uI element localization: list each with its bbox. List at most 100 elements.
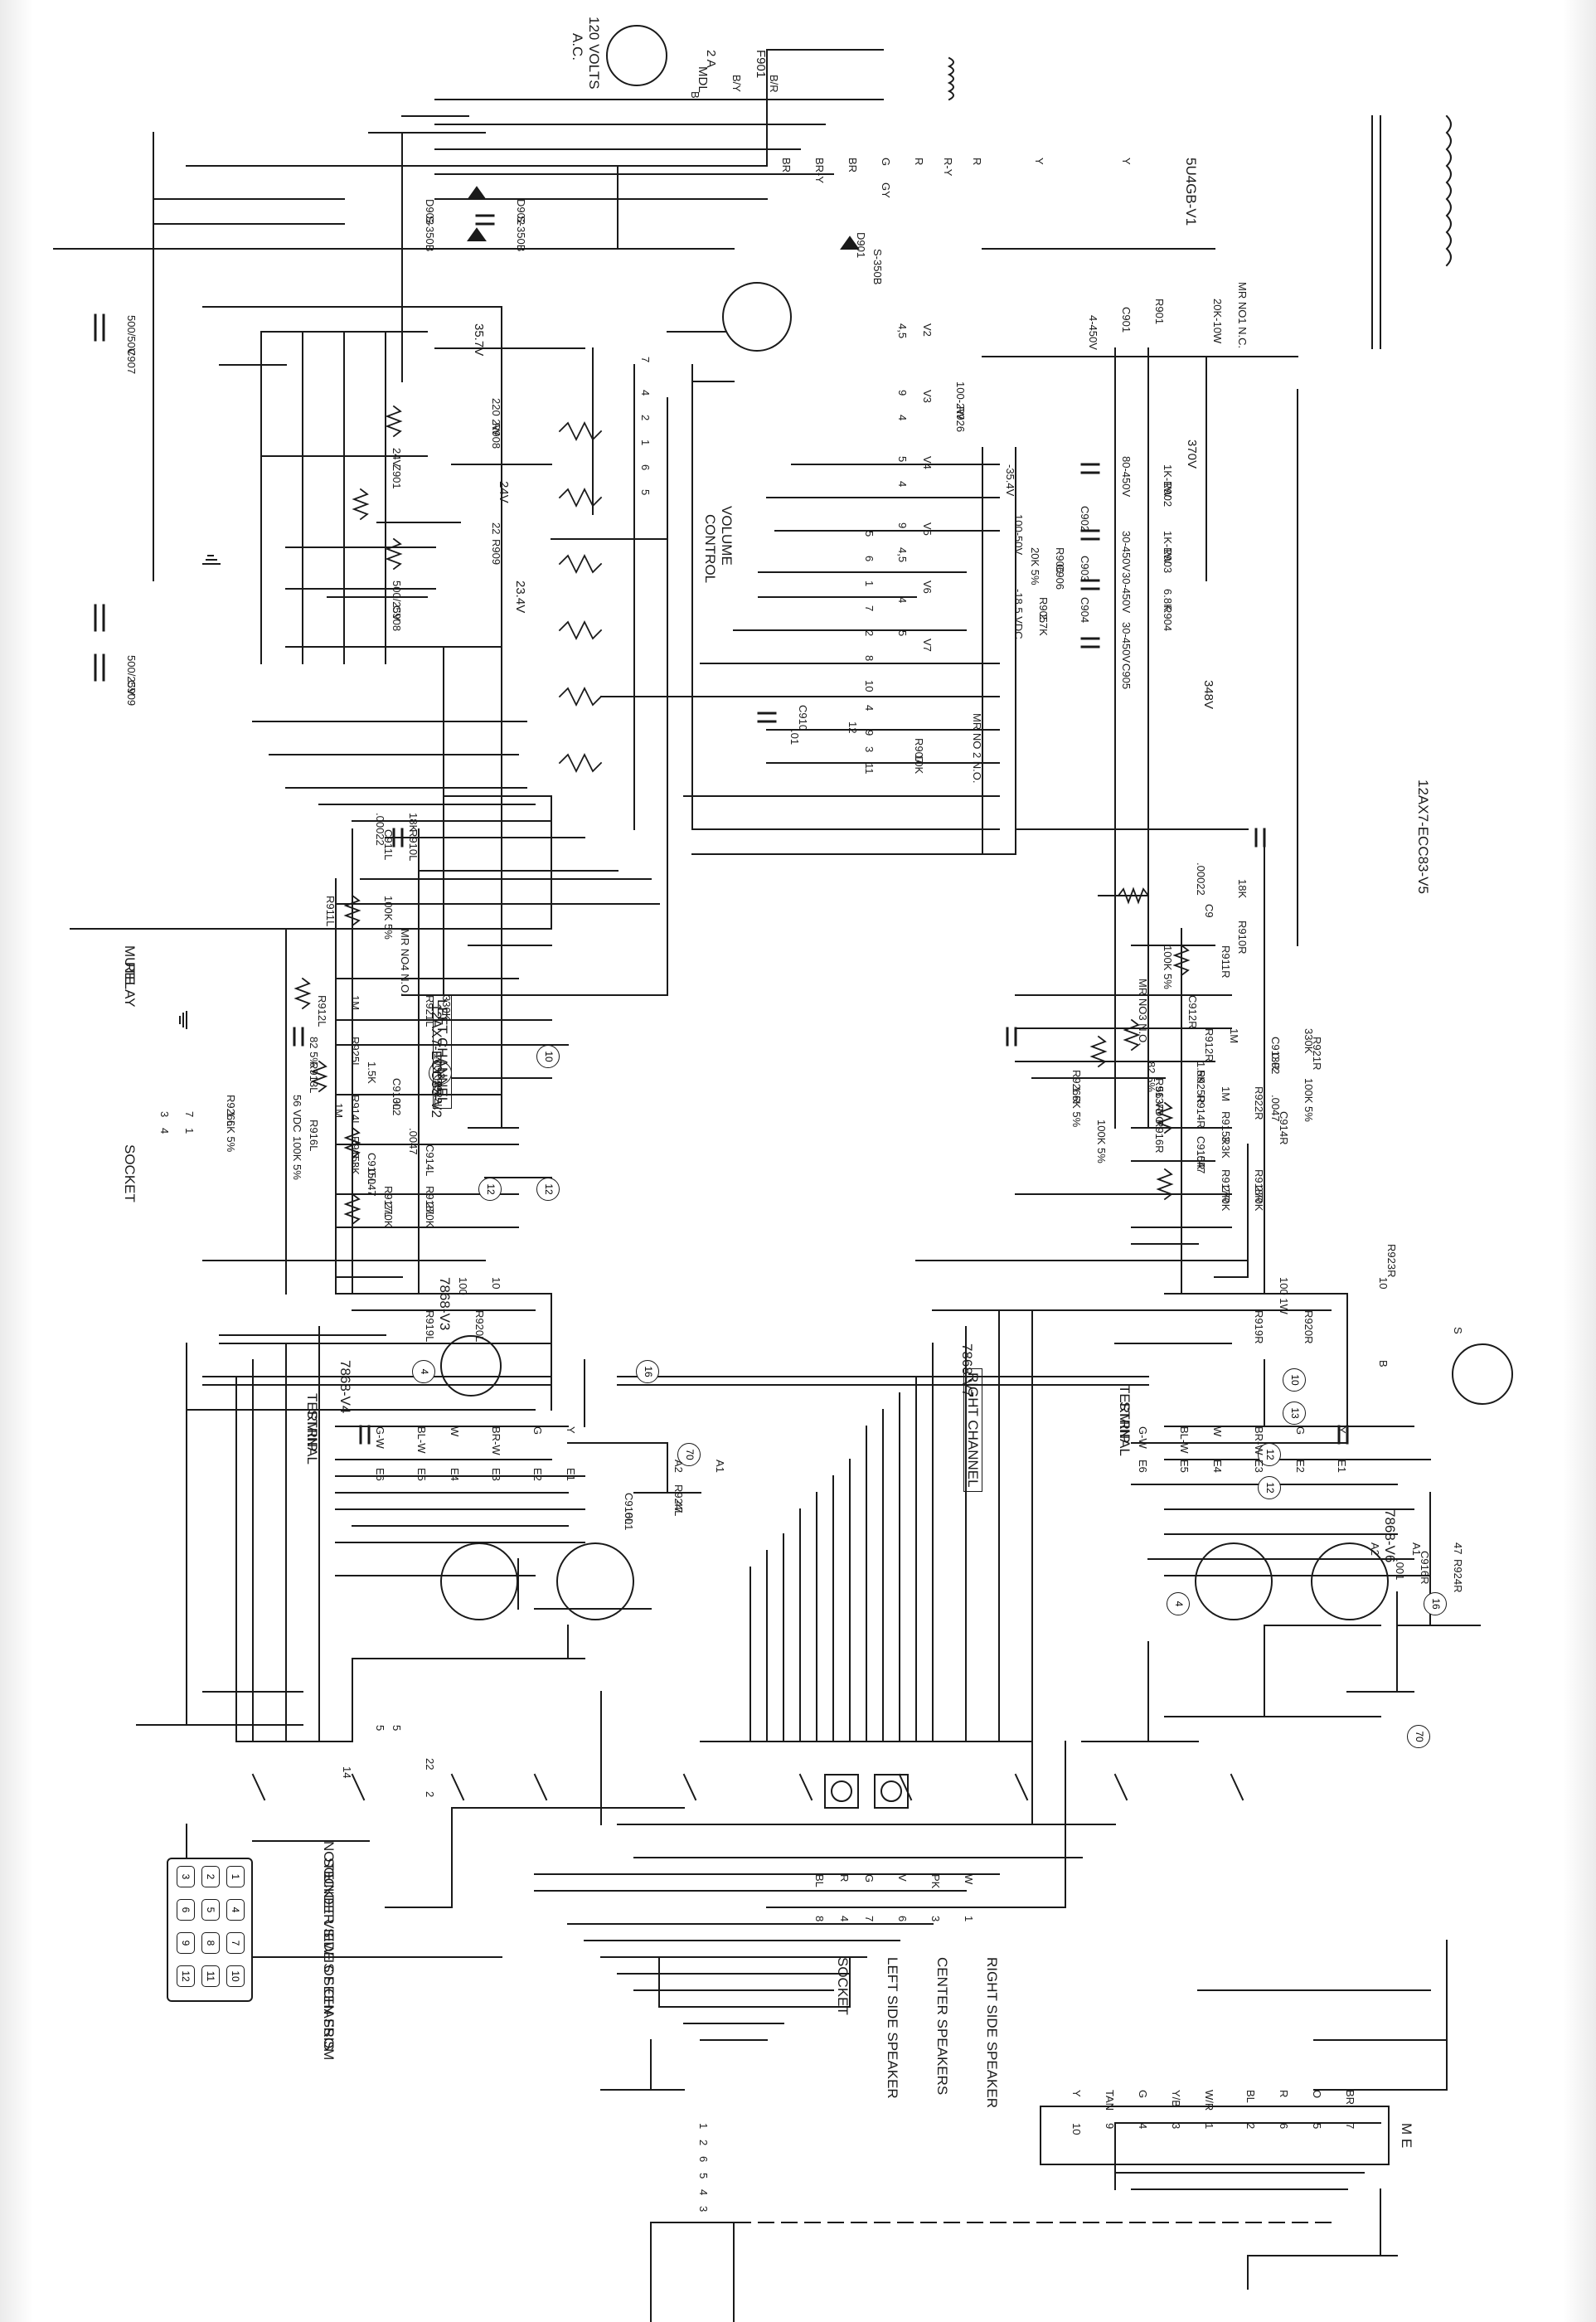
volume-control-title: VOLUME (719, 506, 735, 566)
pin-circle-r13: 13 (1283, 1401, 1306, 1425)
c901-val: 4-450V (1087, 315, 1099, 350)
pt-wire-3: G (880, 158, 892, 167)
key-8: 8 (201, 1932, 220, 1954)
r919l-label: R919L (424, 1310, 436, 1343)
plug-color-1: TAN (1104, 2090, 1116, 2111)
pt-wire-2: BR (847, 158, 859, 173)
r901-label: R901 (1153, 299, 1166, 325)
r923l-val: 10 (490, 1277, 502, 1290)
pt-wire-4: GY (880, 182, 892, 198)
plug-pin-1: 9 (1104, 2123, 1116, 2130)
pt-wire-0: BR (780, 158, 793, 173)
r914l-val: 1M (332, 1103, 345, 1119)
r903-val: 1K-1W (1162, 531, 1174, 564)
key-7: 7 (226, 1932, 245, 1954)
diode-d901-type: S-350B (871, 249, 884, 285)
plug-color-8: BR (1344, 2090, 1356, 2106)
heater-zigzag (558, 420, 603, 774)
r926-label: R926 (954, 406, 967, 433)
r913l-val: 1.5K (366, 1061, 378, 1084)
left-strip-wire-3: BR-W (490, 1426, 502, 1455)
right-strip-wire-3: BR-W (1253, 1426, 1265, 1455)
r912l-label: R912L (316, 995, 328, 1027)
output-socket-pin-3: 7 (863, 1916, 876, 1922)
pt-wire-9: Y (1120, 158, 1133, 165)
tube-v5-section-a (1452, 1343, 1513, 1405)
r904-val: 6.8K (1162, 589, 1174, 611)
mr-no4-label: MR NO4 N.O. (399, 929, 411, 996)
heater-pin-8: 5 (896, 630, 909, 637)
plug-color-4: W/R (1203, 2090, 1215, 2111)
c902-label: C902 (1079, 506, 1091, 532)
left-socket-label: SOCKET (122, 1144, 138, 1202)
c916l-val: .001 (623, 1509, 635, 1531)
heater-pin-3: 5 (896, 456, 909, 463)
fuse-rating: 2 A (704, 50, 718, 68)
speaker-center-label: CENTER SPEAKERS (934, 1957, 950, 2096)
key-2: 2 (201, 1866, 220, 1887)
tube-v7-power (1195, 1542, 1273, 1620)
left-a2: A2 (672, 1460, 685, 1473)
r912r-label: R912R (1203, 1028, 1215, 1062)
z901-label: Z901 (391, 464, 403, 489)
right-strip-term-3: E3 (1253, 1460, 1265, 1473)
right-terminal-label-b: STRIP (1117, 1401, 1133, 1444)
switch-num-0: 5 (391, 1725, 403, 1732)
left-a1: A1 (714, 1460, 726, 1473)
tube-v4-power (556, 1542, 634, 1620)
c903-label: C903 (1079, 556, 1091, 582)
r910r-val: 18K (1236, 879, 1249, 899)
c910-val: .01 (788, 730, 801, 746)
right-table-2: 6 (697, 2156, 710, 2163)
heater-pin-0: 4,5 (896, 323, 909, 339)
c910-label: C910 (797, 705, 809, 731)
left-channel-wiring (136, 828, 701, 1742)
c903-val: 30-450V (1120, 531, 1133, 572)
right-wire-s: S (1452, 1327, 1464, 1334)
left-strip-term-4: E2 (531, 1468, 544, 1481)
strip-pin-11: 11 (863, 763, 876, 775)
left-strip-wire-5: Y (565, 1426, 577, 1434)
key-5: 5 (201, 1899, 220, 1921)
volume-pin-4: 6 (639, 464, 652, 471)
scan-edge-shadow (0, 0, 33, 2322)
r906-val: 20K 5% (1029, 547, 1041, 585)
voltage-370: 370V (1185, 440, 1199, 469)
r926l-val: 1.6K 5% (225, 1111, 237, 1153)
left-strip-wire-1: BL-W (415, 1426, 428, 1454)
plug-color-6: R (1278, 2090, 1290, 2098)
heater-pin-2: 4 (896, 415, 909, 421)
pin-circle-r12b: 12 (1258, 1476, 1281, 1499)
heater-v6: V6 (921, 580, 934, 594)
c9-label: C9 (1203, 904, 1215, 918)
mute-relay-label-b: RELAY (122, 962, 138, 1008)
c906-val: 100-50V (1012, 514, 1025, 556)
output-socket-label: SOCKET (835, 1957, 851, 2015)
r918r-val: 270K (1253, 1186, 1265, 1212)
r901-val: 20K-10W (1211, 299, 1224, 344)
r910l-val: 18K (407, 813, 420, 833)
heater-pin-5: 9 (896, 522, 909, 529)
c908-label: C908 (391, 605, 403, 632)
plug-color-5: BL (1244, 2090, 1257, 2103)
plug-color-2: G (1137, 2090, 1149, 2099)
tube-v3-power (440, 1542, 518, 1620)
plug-title: M E (1399, 2123, 1414, 2149)
vdc-left: 56 VDC (291, 1095, 303, 1133)
plug-pin-5: 2 (1244, 2123, 1257, 2130)
r914l-label: R914L (349, 1095, 361, 1127)
c901-label: C901 (1120, 307, 1133, 333)
r925l-label: R925L (349, 1037, 361, 1069)
tube-v3-label: 7868-V3 (437, 1277, 453, 1331)
output-switch-wiring (186, 1658, 1448, 2290)
switch-num-4: 2 (424, 1791, 436, 1798)
voltage-234: 23.4V (513, 580, 527, 614)
tube-v2-section-a (440, 1335, 502, 1397)
relay-mr1-label: MR NO1 N.C. (1236, 282, 1249, 349)
speaker-jacks (824, 1774, 909, 1809)
transformer-windings (202, 56, 1452, 1386)
rectifier-tube-v1 (722, 282, 792, 352)
heater-v5: V5 (921, 522, 934, 536)
c916r-label: C916R (1419, 1551, 1431, 1585)
line-voltage-label: 120 VOLTS (586, 17, 602, 90)
